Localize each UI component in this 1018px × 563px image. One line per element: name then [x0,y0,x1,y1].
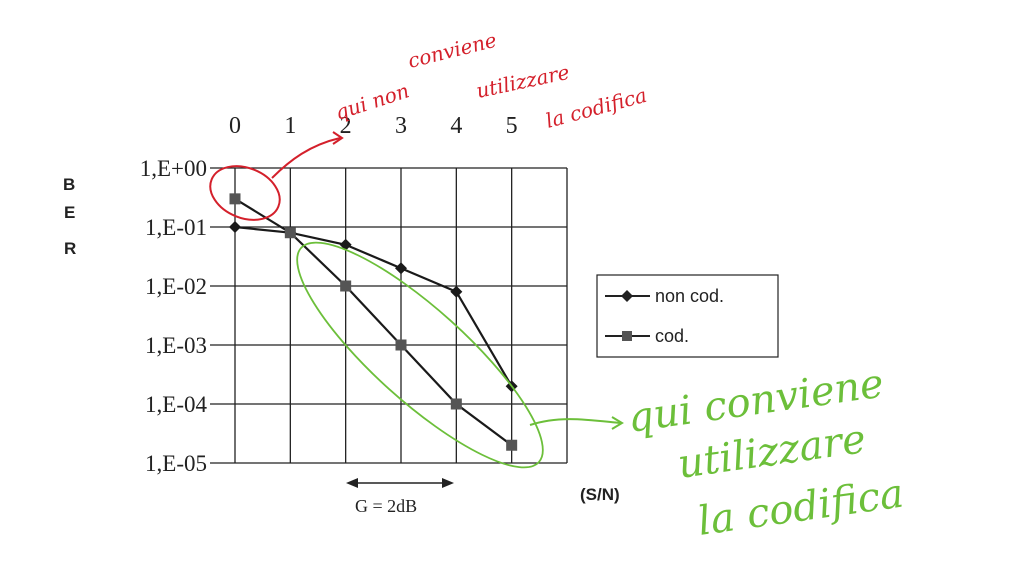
red-arrow-line [271,137,341,179]
legend-marker-non-cod [621,290,633,302]
legend-marker-cod [622,331,632,341]
legend-box [596,274,779,358]
x-tick-labels: 0 1 2 3 4 5 [229,113,518,139]
y-tick-label: 1,E-02 [145,274,207,299]
x-tick-label: 2 [340,113,352,139]
y-tick-label: 1,E-03 [145,333,207,358]
chart-series [229,193,518,451]
gain-arrow-left-head [346,478,358,488]
green-note-line-3: la codifica [695,471,907,545]
y-axis-label-r: R [64,239,76,258]
legend-label-cod: cod. [655,326,689,346]
legend-label-non-cod: non cod. [655,286,724,306]
y-tick-label: 1,E-01 [145,215,207,240]
gain-annotation: G = 2dB [346,478,454,516]
red-circle [209,165,281,221]
x-tick-label: 3 [395,113,407,139]
red-note-line-2: conviene [405,28,498,73]
series-line-cod [234,197,513,447]
x-tick-label: 0 [229,113,241,139]
red-arrow-head [332,131,344,145]
x-axis-label: (S/N) [580,485,620,504]
data-point-non-cod [395,262,407,275]
data-point-non-cod [450,285,463,298]
gain-arrow-right-head [442,478,454,488]
y-tick-label: 1,E+00 [140,156,207,181]
gain-label: G = 2dB [355,496,417,516]
y-axis-label: B E R [63,175,76,258]
chart-grid [210,167,568,464]
data-point-cod [284,227,296,239]
chart-legend: non cod. cod. [596,274,779,358]
red-note-line-4: la codifica [543,83,649,133]
data-point-cod [340,280,352,292]
data-point-cod [395,339,407,351]
red-note-line-3: utilizzare [474,60,571,103]
x-tick-label: 5 [506,113,518,139]
green-arrow-head [611,416,624,430]
series-line-non-cod [234,225,513,387]
data-point-cod [229,193,241,205]
green-arrow-line [529,418,621,426]
data-point-cod [450,398,462,410]
y-tick-labels: 1,E+00 1,E-01 1,E-02 1,E-03 1,E-04 1,E-05 [140,156,208,476]
y-tick-label: 1,E-04 [145,392,207,417]
y-axis-label-b: B [63,175,75,194]
green-ellipse [296,241,544,469]
y-tick-label: 1,E-05 [145,451,207,476]
x-tick-label: 4 [450,113,462,139]
red-annotation: qui non conviene utilizzare la codifica [209,28,649,221]
data-point-cod [506,439,518,451]
data-point-non-cod [229,221,241,233]
x-tick-label: 1 [284,113,296,139]
y-axis-label-e: E [64,203,75,222]
